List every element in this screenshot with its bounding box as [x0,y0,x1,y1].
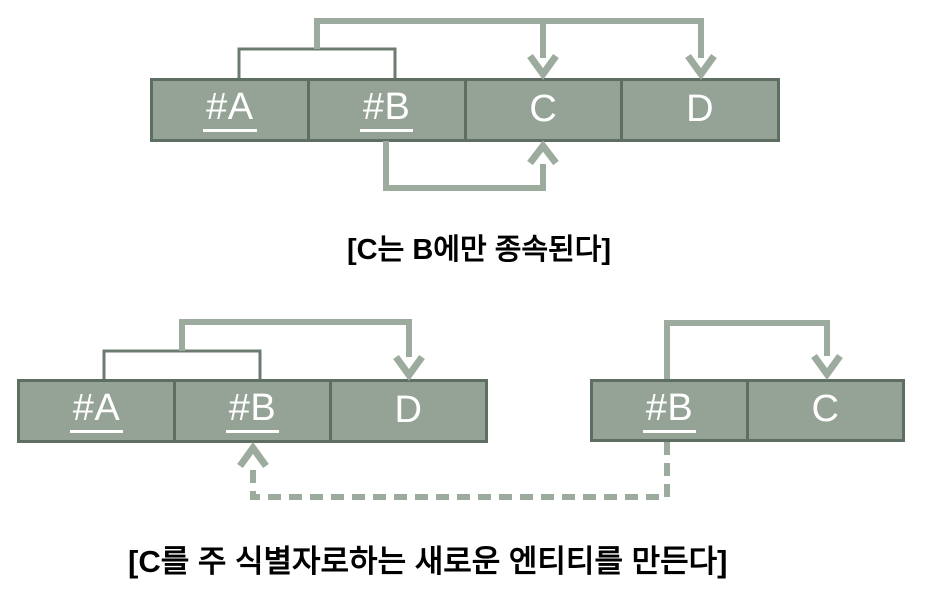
entity-table-original: #A #B C D [150,78,780,142]
composite-key-bracket-top [237,47,397,78]
entity-table-split-right: #B C [590,379,905,442]
entity-table-split-left: #A #B D [17,379,488,443]
composite-key-bracket-bottom [102,349,262,379]
arrowhead-into-c3 [811,353,843,380]
cell-d2: D [329,382,485,440]
arrowhead-into-d [685,53,717,80]
cell-b3: #B [593,382,746,439]
arrow-ab-to-cd-line [314,18,704,58]
dashed-relation-line [250,442,670,500]
attribute-label-b: #B [359,88,414,132]
cell-b2: #B [173,382,329,440]
arrow-b-to-c-right-line [664,320,830,379]
cell-c: C [463,81,621,139]
attribute-label-d2: D [394,388,423,431]
arrow-b-to-c-line [383,141,546,191]
cell-c3: C [746,382,902,439]
cell-a2: #A [20,382,173,440]
cell-b: #B [306,81,464,139]
attribute-label-d: D [686,87,715,130]
arrowhead-into-d2 [393,354,425,381]
arrowhead-up-into-b2 [237,442,269,469]
cell-a: #A [153,81,307,139]
attribute-label-c3: C [811,388,840,430]
cell-d: D [620,81,777,139]
arrow-ab-to-d-line [179,319,412,357]
attribute-label-b3: #B [642,389,697,433]
attribute-label-c: C [529,87,558,130]
attribute-label-b2: #B [225,389,280,433]
caption-bottom: [C를 주 식별자로하는 새로운 엔티티를 만든다] [128,544,728,579]
attribute-label-a: #A [203,88,257,132]
caption-top: [C는 B에만 종속된다] [347,234,612,266]
arrowhead-into-c [527,53,559,80]
arrowhead-up-into-c [527,140,559,166]
attribute-label-a2: #A [69,389,124,433]
